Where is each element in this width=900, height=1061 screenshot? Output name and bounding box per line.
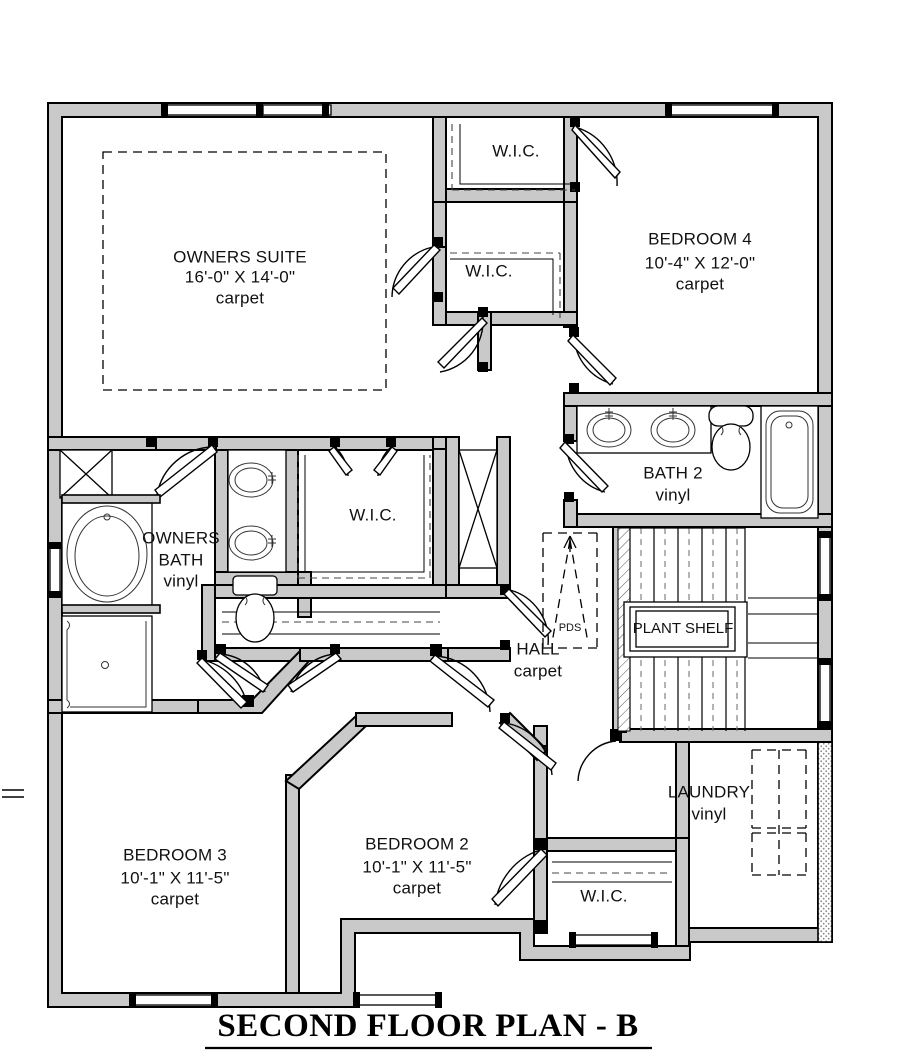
door-bath-2: [559, 434, 609, 502]
door-corridor-mid: [287, 644, 343, 693]
plan-title: SECOND FLOOR PLAN - B: [217, 1008, 638, 1044]
pds-label: PDS: [559, 622, 582, 634]
owners-suite-tray-ceiling: [102, 151, 387, 391]
wic-upper-mid-label: W.I.C.: [465, 261, 512, 280]
wic-bedroom-2-label: W.I.C.: [580, 886, 627, 905]
wic-owners-label: W.I.C.: [349, 505, 396, 524]
owners-suite-finish: carpet: [216, 288, 265, 307]
hall-name: HALL: [516, 639, 559, 658]
laundry-name: LAUNDRY: [668, 782, 750, 801]
window-bedroom-3: [129, 992, 218, 1008]
vanity-sink-lower: [228, 525, 276, 561]
window-wic-bedroom-2: [569, 932, 658, 948]
door-wic-mid: [391, 237, 443, 302]
bath2-tub: [760, 405, 819, 519]
owners-bath-vanity: [227, 449, 287, 573]
bedroom-4-name: BEDROOM 4: [648, 229, 752, 248]
window-owners-suite-2: [262, 102, 332, 118]
door-wic-bedroom-2: [491, 838, 548, 932]
bedroom-2-dimensions: 10'-1" X 11'-5": [362, 857, 471, 876]
window-right-upper: [817, 531, 833, 601]
bath2-toilet: [708, 405, 754, 471]
vanity-sink-upper: [228, 462, 276, 498]
door-owners-wic: [328, 437, 398, 477]
door-laundry: [577, 729, 622, 782]
door-bedroom-3: [213, 644, 269, 693]
door-owners-suite: [437, 307, 488, 373]
door-bedroom-2: [498, 713, 557, 776]
door-hall-closet: [500, 585, 552, 650]
title-block: SECOND FLOOR PLAN - B: [205, 1008, 652, 1050]
owners-bath-fixtures: [61, 449, 287, 713]
laundry-finish: vinyl: [691, 804, 726, 823]
door-corridor-right: [429, 644, 496, 713]
bath-2-fixtures: [576, 405, 819, 519]
linen-closet-hall-upper: [458, 449, 498, 569]
closet-labels: W.I.C. W.I.C. W.I.C. W.I.C.: [349, 141, 627, 905]
bath2-sink-left: [586, 408, 632, 448]
bedroom-3-dimensions: 10'-1" X 11'-5": [120, 868, 229, 887]
hall-finish: carpet: [514, 661, 563, 680]
annotation-labels: PLANT SHELF PDS: [559, 620, 734, 637]
shower-stall: [61, 615, 153, 713]
wic-bedroom-4-label: W.I.C.: [492, 141, 539, 160]
bedroom-2-finish: carpet: [393, 878, 442, 897]
owners-suite-dimensions: 16'-0" X 14'-0": [185, 267, 295, 286]
window-bedroom-2: [353, 992, 442, 1008]
door-owners-bath: [146, 437, 218, 499]
owners-suite-name: OWNERS SUITE: [173, 247, 307, 266]
pds-attic-stair-symbol: [542, 532, 598, 649]
wall-hatched-section: [817, 736, 833, 943]
window-bedroom-4: [665, 102, 779, 118]
bedroom-2-name: BEDROOM 2: [365, 834, 469, 853]
window-right-lower: [817, 658, 833, 728]
doors: [146, 117, 622, 932]
windows: [47, 102, 833, 1008]
laundry-appliances: [751, 749, 807, 876]
plant-shelf: [623, 601, 748, 658]
door-wic-bedroom-4: [570, 117, 621, 192]
owners-bath-name-line2: BATH: [159, 550, 204, 569]
bedroom-3-finish: carpet: [151, 889, 200, 908]
room-labels: OWNERS SUITE 16'-0" X 14'-0" carpet BEDR…: [102, 151, 755, 908]
linen-closet-owners-bath: [59, 449, 113, 499]
linen-closets: [59, 449, 498, 569]
window-owners-bath: [47, 542, 63, 598]
plant-shelf-label: PLANT SHELF: [633, 620, 734, 637]
bath-2-finish: vinyl: [655, 485, 690, 504]
door-owners-bath-exit: [196, 650, 254, 709]
owners-bath-name-line1: OWNERS: [142, 528, 220, 547]
bedroom-4-finish: carpet: [676, 274, 725, 293]
owners-bath-finish: vinyl: [163, 571, 198, 590]
bedroom-3-name: BEDROOM 3: [123, 845, 227, 864]
garden-tub: [61, 501, 153, 607]
window-owners-suite-1: [161, 102, 263, 118]
bath-2-name: BATH 2: [643, 463, 702, 482]
bath2-sink-right: [650, 408, 696, 448]
owners-bath-toilet: [232, 575, 278, 643]
door-bedroom-4: [567, 327, 617, 393]
bedroom-4-dimensions: 10'-4" X 12'-0": [645, 253, 755, 272]
left-edge-dimension-tick: [2, 789, 24, 798]
